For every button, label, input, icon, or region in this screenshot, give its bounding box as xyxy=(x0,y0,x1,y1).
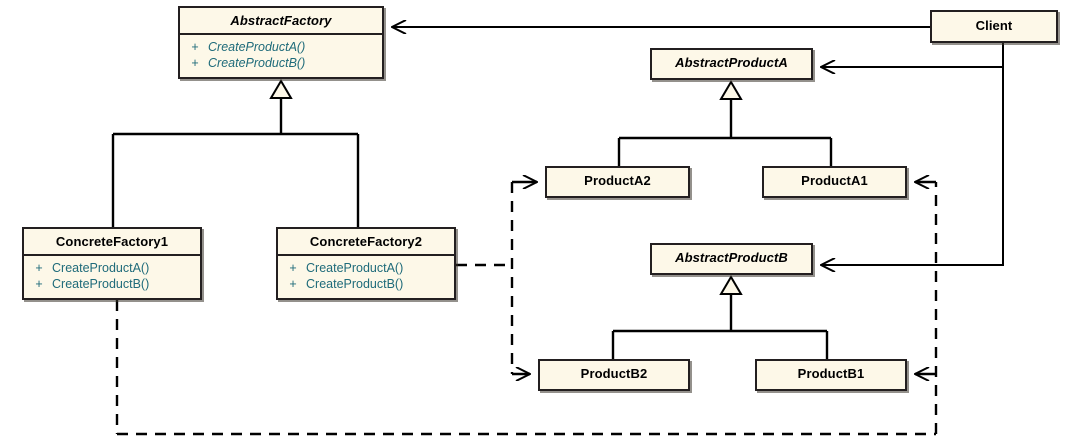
visibility-marker: + xyxy=(289,261,297,275)
class-box-product-b2[interactable]: ProductB2 xyxy=(538,359,690,391)
class-name-abstract-product-b: AbstractProductB xyxy=(675,250,788,265)
class-name-product-a2: ProductA2 xyxy=(584,173,651,188)
operations-compartment: + CreateProductA() + CreateProductB() xyxy=(24,256,200,297)
class-box-concrete-factory2[interactable]: ConcreteFactory2 + CreateProductA() + Cr… xyxy=(276,227,456,300)
class-name-product-b2: ProductB2 xyxy=(580,366,648,381)
class-name-abstract-factory: AbstractFactory xyxy=(230,13,332,28)
class-divider xyxy=(278,254,454,256)
class-box-client[interactable]: Client xyxy=(930,10,1058,43)
operations-compartment: + CreateProductA() + CreateProductB() xyxy=(278,256,454,297)
dependency-concretefactory1-to-products xyxy=(115,182,938,436)
class-name-abstract-product-a: AbstractProductA xyxy=(675,55,788,70)
class-box-abstract-factory[interactable]: AbstractFactory + CreateProductA() + Cre… xyxy=(178,6,384,79)
visibility-marker: + xyxy=(35,277,43,291)
operation-signature: CreateProductA() xyxy=(306,261,404,275)
class-box-product-a2[interactable]: ProductA2 xyxy=(545,166,690,198)
association-client-to-abstractproducta xyxy=(821,43,1004,67)
operation-row: + CreateProductA() xyxy=(280,260,452,276)
visibility-marker: + xyxy=(191,40,199,54)
class-name-client: Client xyxy=(975,18,1013,33)
operation-row: + CreateProductB() xyxy=(280,276,452,292)
class-box-abstract-product-b[interactable]: AbstractProductB xyxy=(650,243,813,275)
operation-signature: CreateProductB() xyxy=(208,56,306,70)
operation-row: + CreateProductA() xyxy=(26,260,198,276)
operation-signature: CreateProductA() xyxy=(52,261,150,275)
class-name-product-b1: ProductB1 xyxy=(797,366,865,381)
class-name-concrete-factory1: ConcreteFactory1 xyxy=(55,234,169,249)
class-box-product-a1[interactable]: ProductA1 xyxy=(762,166,907,198)
dependency-concretefactory2-to-products xyxy=(456,182,537,374)
operation-row: + CreateProductA() xyxy=(182,39,380,55)
operation-signature: CreateProductA() xyxy=(208,40,306,54)
visibility-marker: + xyxy=(191,56,199,70)
class-name-product-a1: ProductA1 xyxy=(801,173,868,188)
operation-signature: CreateProductB() xyxy=(306,277,404,291)
class-box-product-b1[interactable]: ProductB1 xyxy=(755,359,907,391)
class-name-concrete-factory2: ConcreteFactory2 xyxy=(309,234,423,249)
generalization-concretefactories-to-abstractfactory xyxy=(111,79,360,227)
operations-compartment: + CreateProductA() + CreateProductB() xyxy=(180,35,382,76)
class-divider xyxy=(24,254,200,256)
operation-signature: CreateProductB() xyxy=(52,277,150,291)
visibility-marker: + xyxy=(289,277,297,291)
class-box-concrete-factory1[interactable]: ConcreteFactory1 + CreateProductA() + Cr… xyxy=(22,227,202,300)
visibility-marker: + xyxy=(35,261,43,275)
class-divider xyxy=(180,33,382,35)
class-box-abstract-product-a[interactable]: AbstractProductA xyxy=(650,48,813,80)
operation-row: + CreateProductB() xyxy=(26,276,198,292)
generalization-producta-to-abstractproducta xyxy=(617,80,833,166)
generalization-productb-to-abstractproductb xyxy=(611,275,829,359)
operation-row: + CreateProductB() xyxy=(182,55,380,71)
